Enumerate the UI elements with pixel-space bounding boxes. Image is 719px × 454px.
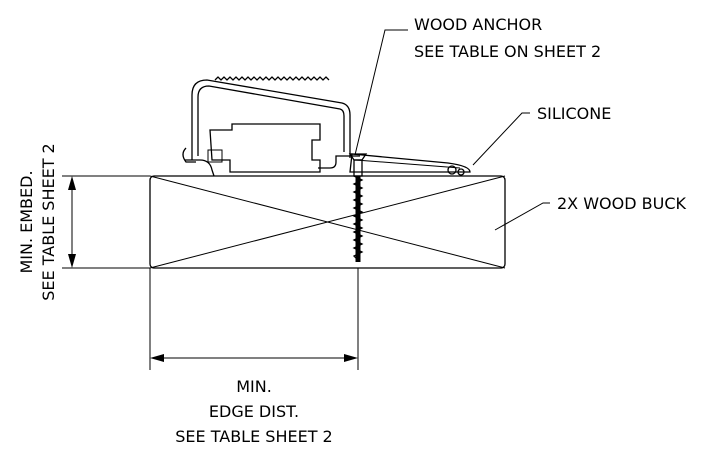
- wood-anchor-screw: [348, 153, 368, 262]
- edge-dimension-sub-label: EDGE DIST.: [209, 402, 299, 421]
- edge-dimension: [149, 268, 359, 370]
- embed-dimension-label: MIN. EMBED.: [17, 170, 36, 273]
- wood-buck-label: 2X WOOD BUCK: [557, 194, 687, 213]
- wood-buck: [149, 175, 506, 269]
- embed-dimension: [62, 175, 150, 269]
- silicone-strip: [349, 153, 471, 176]
- silicone-label: SILICONE: [537, 104, 611, 123]
- wood-anchor-leader: [354, 29, 408, 156]
- silicone-bead: [447, 165, 457, 175]
- edge-dimension-label: MIN.: [236, 377, 272, 396]
- silicone-leader: [472, 112, 530, 166]
- wood-anchor-label: WOOD ANCHOR: [414, 15, 542, 34]
- edge-dimension-note: SEE TABLE SHEET 2: [175, 427, 332, 446]
- leader-lines: [354, 29, 550, 231]
- foam-insert: [207, 123, 321, 173]
- silicone-bead-2: [457, 168, 465, 176]
- wood-buck-leader: [494, 202, 550, 231]
- wood-anchor-sub-label: SEE TABLE ON SHEET 2: [414, 42, 601, 61]
- frame-profile: [182, 76, 360, 177]
- embed-dimension-sub-label: SEE TABLE SHEET 2: [39, 143, 58, 300]
